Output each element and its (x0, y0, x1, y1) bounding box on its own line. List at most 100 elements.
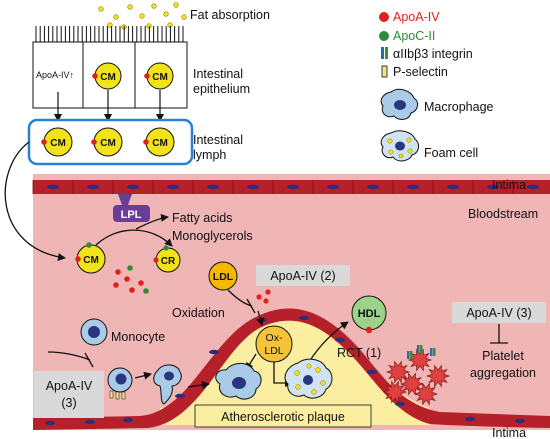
macrophage-icon (380, 88, 419, 120)
ox-ldl-particle: Ox- LDL (255, 325, 293, 363)
platelet-cluster (382, 345, 451, 406)
integrin-marker (433, 348, 436, 356)
below-intima (33, 430, 550, 439)
integrin-marker (430, 348, 433, 356)
endothelial-nucleus (207, 184, 219, 190)
fatty-acids-label: Fatty acids (172, 211, 232, 225)
apoa4-3-right-box (452, 302, 546, 323)
adhering-monocyte (107, 367, 133, 400)
cm-to-cr-arrow (95, 229, 173, 247)
endothelial-nucleus (85, 419, 95, 425)
intima-bottom-nuclei (45, 315, 525, 426)
integrin-icon (381, 47, 388, 59)
legend: ApoA-IV ApoC-II αIIbβ3 integrin P-select… (379, 10, 494, 162)
endothelial-nucleus (527, 184, 539, 190)
plaque-label-box (194, 404, 372, 428)
svg-text:CR: CR (161, 256, 176, 267)
endothelial-nucleus (299, 315, 309, 321)
platelet-label-1: Platelet (482, 349, 524, 363)
integrin-marker (420, 345, 423, 353)
legend-apoa4: ApoA-IV (393, 10, 440, 24)
intestinal-epithelium-label-1: Intestinal (193, 67, 243, 81)
endothelial-nucleus (209, 349, 219, 355)
platelet-label-2: aggregation (470, 366, 536, 380)
endothelial-nucleus (175, 393, 185, 399)
endothelial-nucleus (123, 417, 133, 423)
platelet (425, 364, 451, 388)
platelet (413, 382, 439, 406)
endothelial-nucleus (515, 418, 525, 424)
platelet-inhibit (490, 324, 508, 344)
ldl-apoa4-dots (256, 289, 271, 304)
cm-lymph-2: CM (91, 127, 123, 157)
integrin-marker (410, 351, 413, 359)
transmigrating-monocyte (153, 364, 182, 405)
legend-foam-cell: Foam cell (424, 146, 478, 160)
endothelial-nucleus (407, 184, 419, 190)
cm-lymph-3: CM (143, 127, 175, 157)
endothelial-nucleus (287, 184, 299, 190)
foam-to-hdl-arrow (308, 321, 349, 363)
endothelial-nucleus (127, 184, 139, 190)
lpl-enzyme: LPL (113, 194, 150, 222)
endothelial-nucleus (327, 184, 339, 190)
cm-bloodstream: CM (75, 242, 106, 274)
plaque-foam-cell (284, 358, 333, 399)
svg-text:CM: CM (152, 138, 168, 149)
green-dot-icon (379, 31, 389, 41)
apoa4-3-left-label-1: ApoA-IV (46, 379, 93, 393)
to-fatty-acids-arrow (135, 213, 169, 230)
integrin-marker (417, 345, 420, 353)
svg-text:HDL: HDL (358, 308, 381, 320)
plaque-macrophage (215, 362, 262, 400)
apoa4-up-label: ApoA-IV↑ (36, 70, 74, 80)
svg-text:CM: CM (83, 255, 99, 266)
svg-text:CM: CM (50, 138, 66, 149)
apoa4-2-label: ApoA-IV (2) (270, 269, 335, 283)
endothelial-nucleus (447, 184, 459, 190)
monocyte-adhesion-inhibit (47, 351, 94, 368)
epithelium-to-lymph-arrows (54, 90, 164, 122)
oxldl-to-foam-arrow (273, 362, 293, 387)
endothelial-nucleus (487, 184, 499, 190)
oxidation-label: Oxidation (172, 306, 225, 320)
intima-top-label: Intima (492, 178, 526, 192)
intima-bottom-label: Intima (492, 426, 526, 439)
cr-particle: CR (153, 245, 181, 273)
cm-epithelium-2: CM (144, 62, 174, 90)
svg-text:Ox-: Ox- (266, 332, 283, 344)
hdl-particle: HDL (351, 295, 387, 334)
p-selectin-icon (381, 65, 388, 78)
microvilli (35, 26, 184, 42)
apoa4-3-right-label: ApoA-IV (3) (466, 306, 531, 320)
endothelial-nucleus (87, 184, 99, 190)
apoa4-2-box (256, 265, 350, 286)
svg-text:CM: CM (152, 72, 168, 83)
bloodstream-label: Bloodstream (468, 207, 538, 221)
free-apoproteins (113, 265, 149, 294)
endothelial-nucleus (367, 369, 377, 375)
apoa4-3-left-label-2: (3) (61, 396, 76, 410)
platelet (382, 380, 408, 404)
legend-apoc2: ApoC-II (393, 29, 435, 43)
svg-text:CM: CM (100, 72, 116, 83)
endothelial-nucleus (465, 416, 475, 422)
oxidation-inhibit (227, 289, 256, 314)
endothelial-nucleus (167, 184, 179, 190)
intestinal-lymph-label-1: Intestinal (193, 133, 243, 147)
endothelial-nucleus (45, 420, 55, 426)
cm-lymph-1: CM (41, 127, 73, 157)
apoa4-3-left-box (34, 371, 104, 418)
monoglycerols-label: Monoglycerols (172, 229, 253, 243)
rct-label: RCT (1) (337, 346, 381, 360)
svg-text:LDL: LDL (264, 345, 283, 357)
intestinal-epithelium-label-2: epithelium (193, 82, 250, 96)
svg-text:LPL: LPL (121, 209, 142, 221)
endothelial-nucleus (367, 184, 379, 190)
red-dot-icon (379, 12, 389, 22)
foam-cell-icon (380, 130, 420, 162)
endothelial-nucleus (257, 317, 267, 323)
endothelial-nucleus (335, 337, 345, 343)
ldl-particle: LDL (208, 261, 238, 291)
